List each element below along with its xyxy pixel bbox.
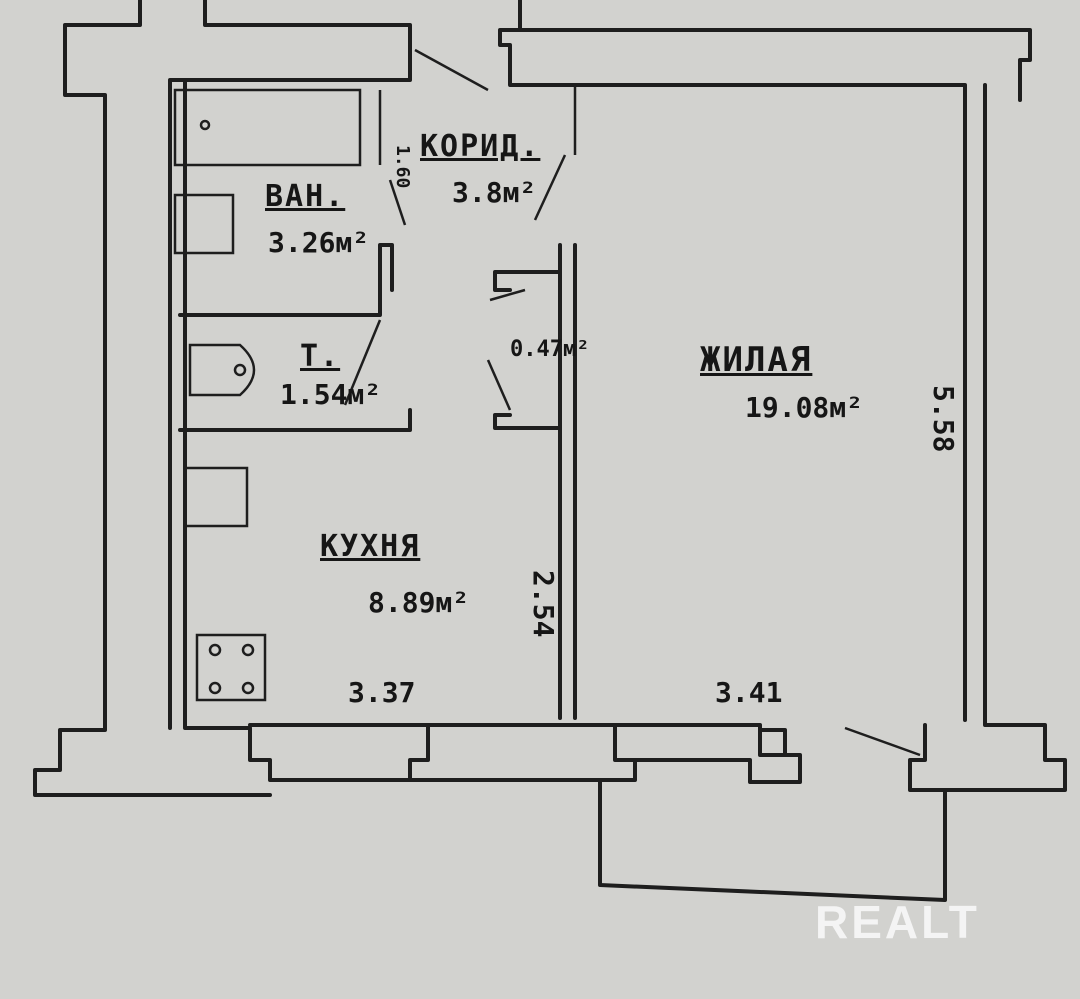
- outer-walls: [33, 0, 1067, 902]
- doors: [414, 48, 921, 757]
- living-width-dimension: 3.41: [715, 676, 783, 709]
- closet-area: 0.47м²: [510, 337, 590, 362]
- living-room-label: ЖИЛАЯ: [700, 340, 813, 380]
- kitchen-fixtures: [183, 466, 267, 702]
- toilet-label: Т.: [300, 339, 341, 374]
- corridor-area: 3.8м²: [452, 176, 537, 209]
- corridor-label: КОРИД.: [420, 129, 541, 164]
- kitchen-width-dimension: 3.37: [348, 676, 416, 709]
- kitchen-depth-dimension: 2.54: [527, 570, 560, 638]
- toilet-area: 1.54м²: [280, 378, 382, 411]
- bath-label: ВАН.: [265, 179, 346, 214]
- realt-watermark: REALT: [815, 896, 980, 948]
- living-room-area: 19.08м²: [745, 391, 864, 424]
- bath-area: 3.26м²: [268, 226, 370, 259]
- corridor-side-dimension: 1.60: [392, 145, 413, 189]
- kitchen-label: КУХНЯ: [320, 529, 421, 564]
- living-depth-dimension: 5.58: [927, 385, 960, 453]
- kitchen-area: 8.89м²: [368, 586, 470, 619]
- bathroom-fixtures: [173, 88, 412, 432]
- closet-walls: [486, 270, 562, 430]
